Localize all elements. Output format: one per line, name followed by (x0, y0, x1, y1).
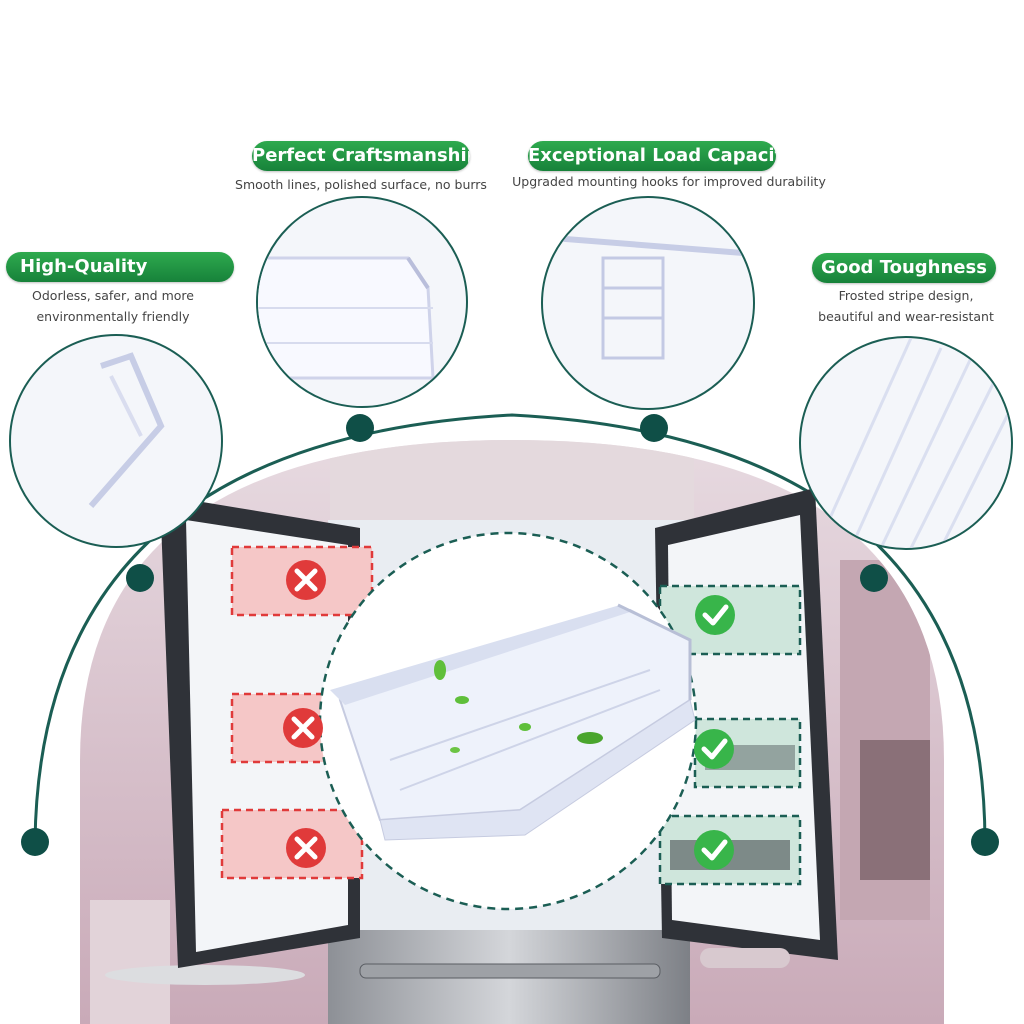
feature-title-toughness: Good Toughness (812, 253, 996, 283)
connector-dot (971, 828, 999, 856)
feature-title-craftsmanship: Perfect Craftsmanship (252, 141, 470, 171)
check-icon (695, 595, 735, 635)
center-bin-closeup (318, 531, 698, 911)
x-icon (283, 708, 323, 748)
connector-dot (640, 414, 668, 442)
feature-desc-high-quality: Odorless, safer, and more environmentall… (32, 288, 194, 324)
check-icon (694, 830, 734, 870)
connector-dot (126, 564, 154, 592)
connector-dot (21, 828, 49, 856)
feature-title-load-capacity: Exceptional Load Capacity (528, 141, 776, 171)
detail-circle-high-quality (9, 334, 223, 548)
feature-desc-load-capacity: Upgraded mounting hooks for improved dur… (512, 174, 826, 189)
check-icon (694, 729, 734, 769)
feature-desc-toughness: Frosted stripe design, beautiful and wea… (818, 288, 994, 324)
detail-circle-craftsmanship (256, 196, 468, 408)
feature-desc-craftsmanship: Smooth lines, polished surface, no burrs (235, 177, 487, 192)
feature-title-high-quality: High-Quality (6, 252, 234, 282)
incompatible-bins (220, 545, 374, 880)
detail-circle-toughness (799, 336, 1013, 550)
x-icon (286, 560, 326, 600)
connector-arc (33, 413, 987, 843)
connector-dot (860, 564, 888, 592)
connector-dot (346, 414, 374, 442)
x-icon (286, 828, 326, 868)
detail-circle-load-capacity (541, 196, 755, 410)
